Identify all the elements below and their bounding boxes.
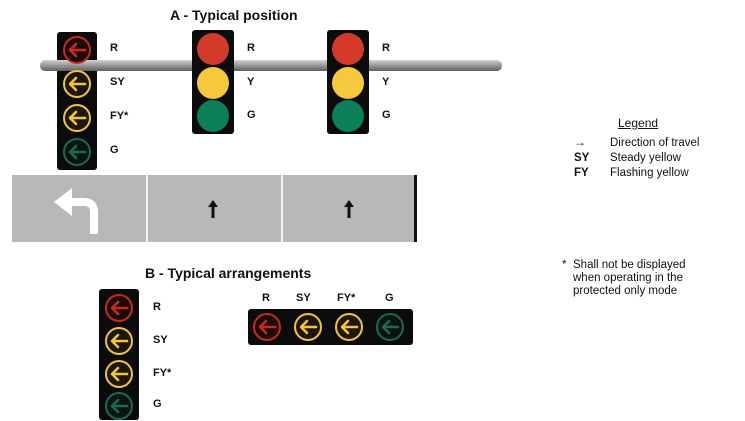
horizontal-label-r: R [262, 292, 270, 304]
legend-item-direction: → Direction of travel [574, 135, 699, 149]
three-section-signal-head-2 [327, 30, 369, 134]
yellow-ball-icon [332, 67, 364, 99]
legend-item-steady-yellow: SY Steady yellow [574, 152, 699, 164]
signal2-label-g: G [382, 109, 391, 121]
mast-arm [40, 60, 502, 71]
footnote-marker: * [562, 259, 567, 271]
green-arrow-icon [375, 312, 405, 342]
legend-title: Legend [618, 116, 659, 130]
vertical-label-sy: SY [153, 334, 168, 346]
green-ball-icon [332, 100, 364, 132]
red-arrow-icon [252, 312, 282, 342]
signal2-label-y: Y [382, 76, 390, 88]
vertical-label-fy: FY* [153, 367, 172, 379]
legend-item-flashing-yellow: FY Flashing yellow [574, 167, 699, 179]
fya-signal-head-overlay [57, 32, 97, 170]
green-arrow-icon [104, 391, 134, 421]
steady-yellow-arrow-icon [62, 69, 92, 99]
steady-yellow-arrow-icon [104, 326, 134, 356]
fya-label-fy: FY* [110, 110, 129, 122]
flashing-yellow-arrow-icon [104, 359, 134, 389]
footnote-line: Shall not be displayed [573, 259, 686, 271]
flashing-yellow-arrow-icon [334, 312, 364, 342]
flashing-yellow-arrow-icon [62, 103, 92, 133]
red-arrow-icon [104, 293, 134, 323]
fya-label-g: G [110, 144, 119, 156]
curb-line [414, 175, 417, 242]
yellow-ball-icon [197, 67, 229, 99]
legend-key: SY [574, 152, 590, 164]
three-section-signal-head-1 [192, 30, 234, 134]
vertical-label-r: R [153, 301, 161, 313]
legend-item-text: Direction of travel [610, 137, 700, 149]
left-turn-arrow-icon [50, 186, 110, 241]
footnote-line: when operating in the [573, 272, 683, 284]
signal2-label-r: R [382, 42, 390, 54]
horizontal-label-g: G [385, 292, 394, 304]
fya-label-sy: SY [110, 76, 125, 88]
legend-key: FY [574, 167, 589, 179]
red-ball-icon [332, 33, 364, 65]
horizontal-fya-arrangement [248, 309, 413, 345]
green-arrow-icon [62, 137, 92, 167]
footnote: * Shall not be displayed when operating … [562, 259, 686, 298]
green-ball-icon [197, 100, 229, 132]
signal1-label-g: G [247, 109, 256, 121]
lane-divider [146, 175, 148, 242]
section-a-title: A - Typical position [170, 7, 298, 23]
legend-item-text: Steady yellow [610, 152, 681, 164]
through-arrow-icon [207, 199, 219, 224]
section-b-title: B - Typical arrangements [145, 265, 312, 281]
fya-label-r: R [110, 42, 118, 54]
vertical-fya-arrangement [99, 289, 139, 420]
legend: Legend → Direction of travel SY Steady yel… [574, 116, 699, 179]
footnote-line: protected only mode [573, 285, 678, 297]
horizontal-label-sy: SY [296, 292, 311, 304]
through-arrow-icon [343, 199, 355, 224]
horizontal-label-fy: FY* [337, 292, 356, 304]
right-arrow-icon: → [574, 135, 586, 149]
signal1-label-r: R [247, 42, 255, 54]
steady-yellow-arrow-icon [293, 312, 323, 342]
legend-item-text: Flashing yellow [610, 167, 689, 179]
vertical-label-g: G [153, 398, 162, 410]
lane-divider [281, 175, 283, 242]
red-arrow-icon [62, 35, 92, 65]
red-ball-icon [197, 33, 229, 65]
signal1-label-y: Y [247, 76, 255, 88]
